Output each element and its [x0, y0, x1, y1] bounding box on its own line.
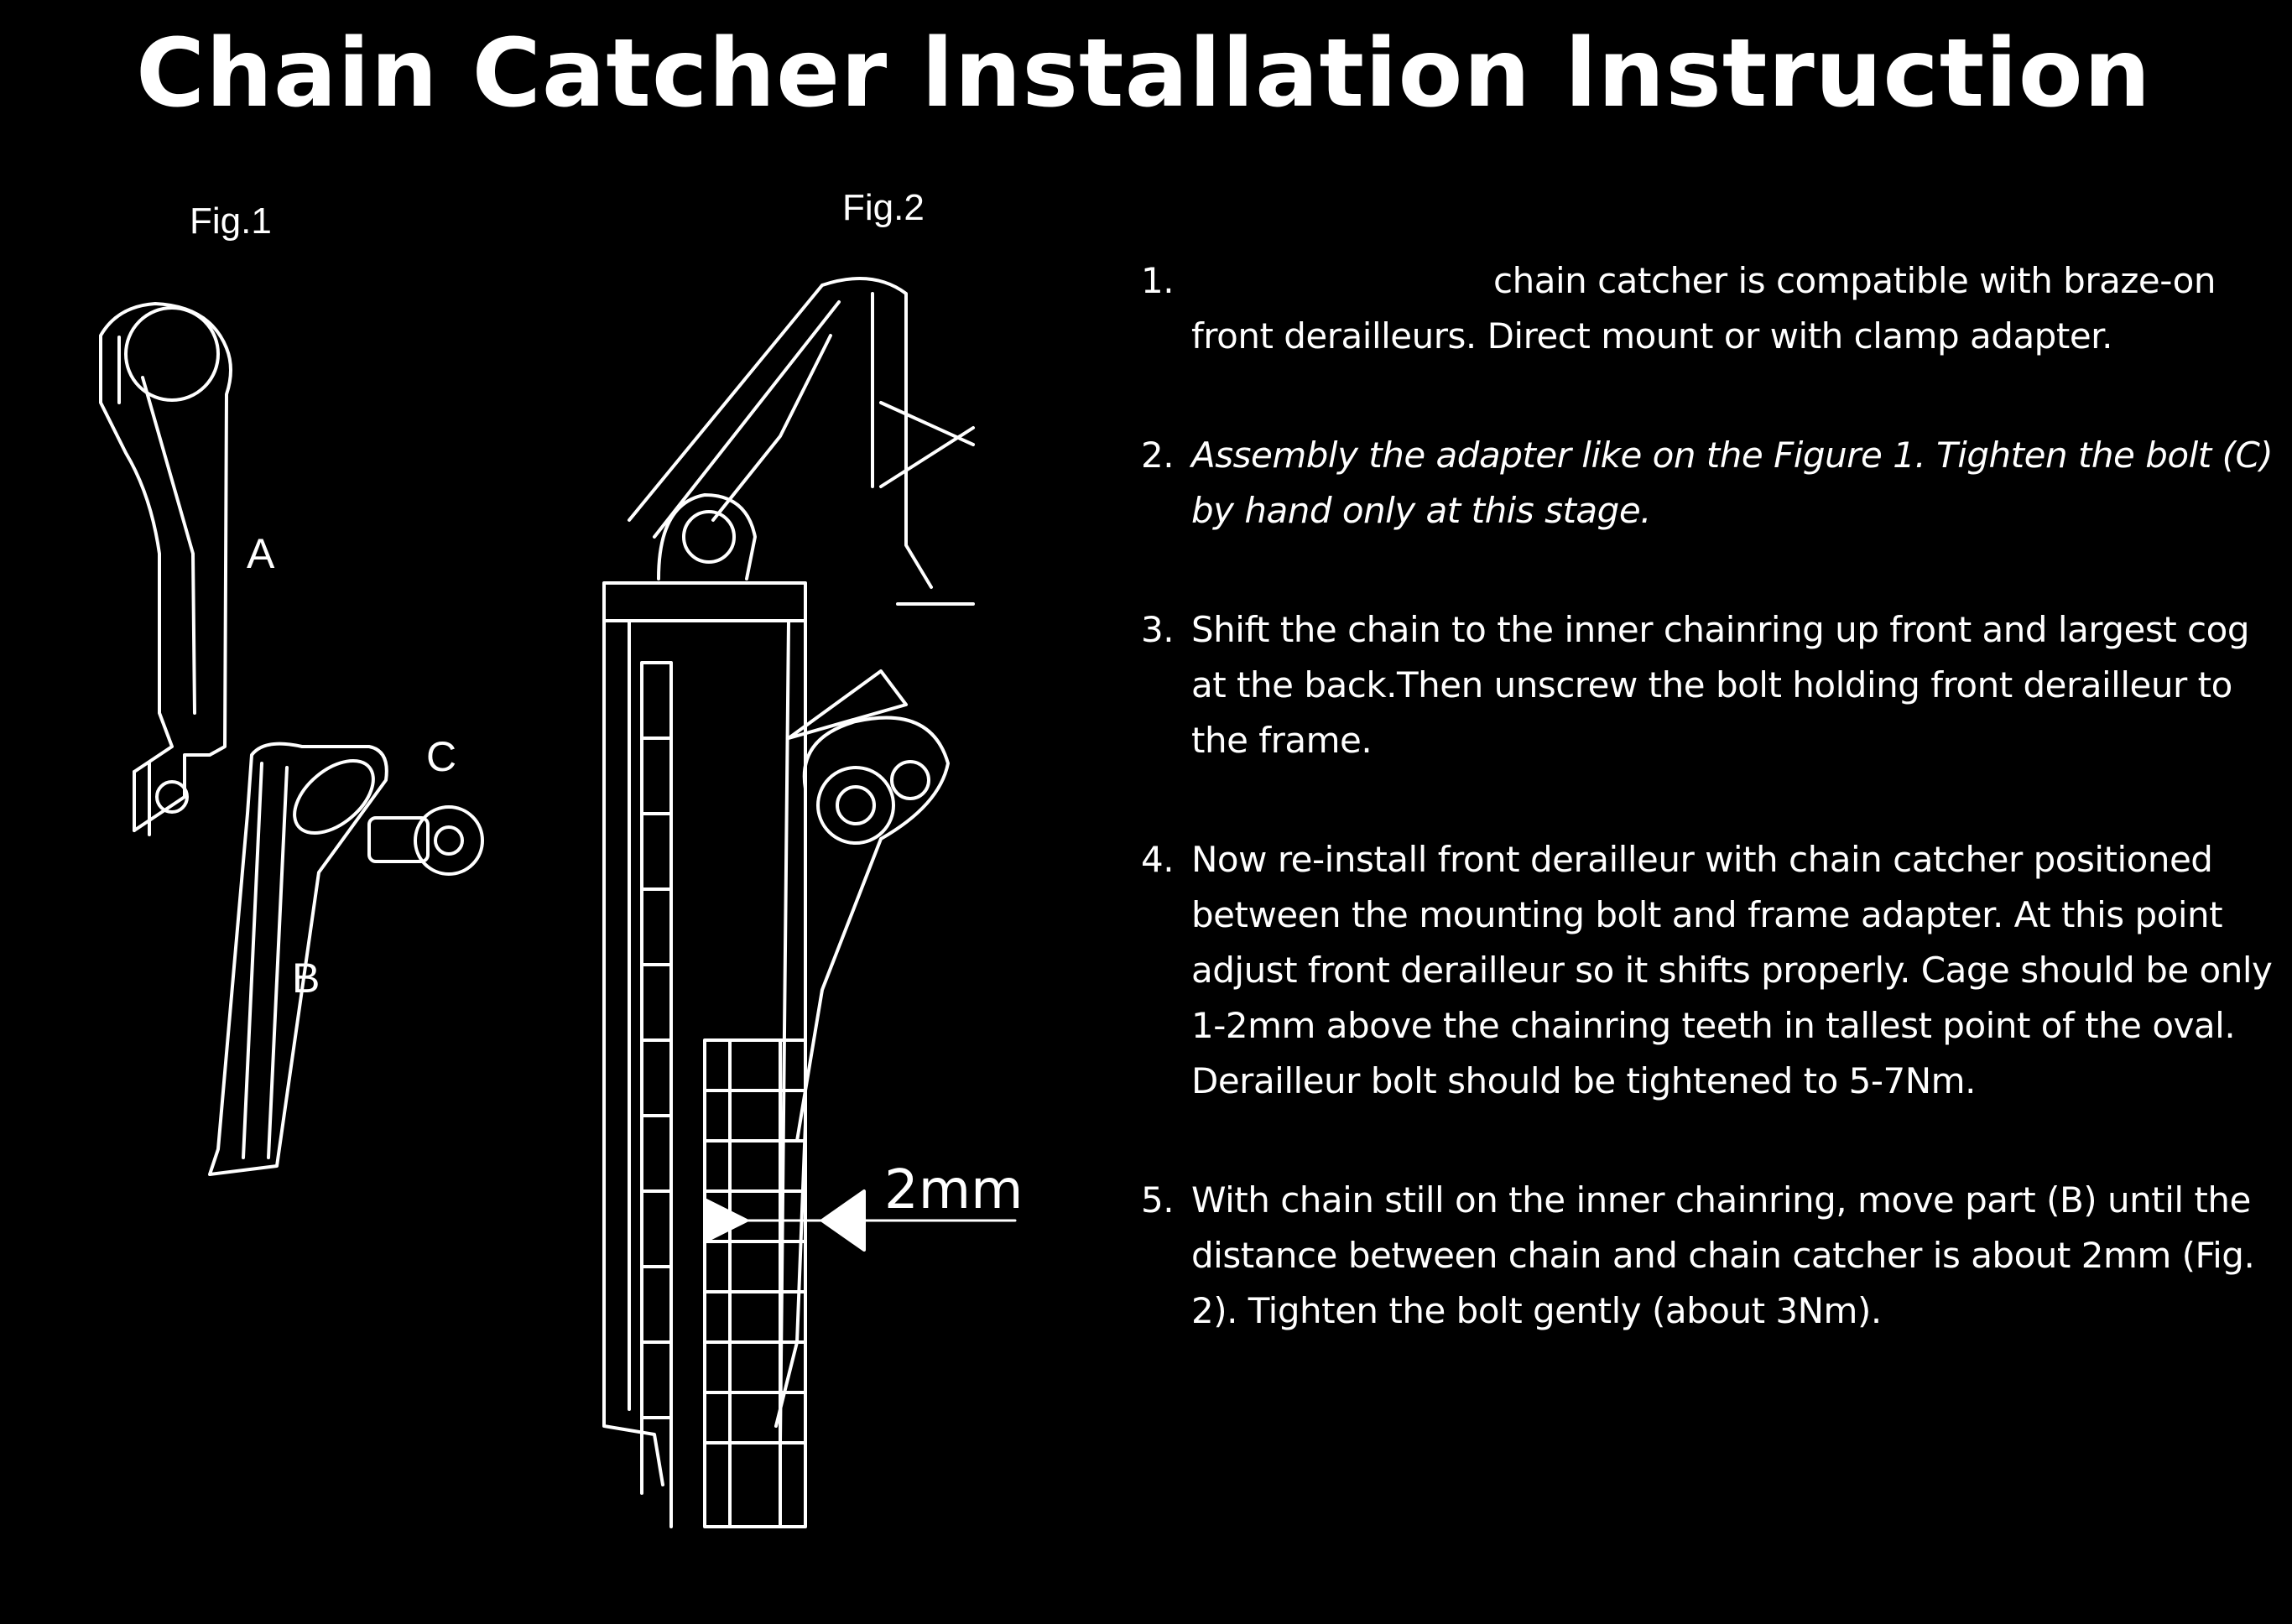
part-a-shape — [99, 302, 232, 836]
step-number: 5. — [1141, 1179, 1175, 1221]
fig1-label: Fig.1 — [190, 200, 272, 242]
chain-shape — [640, 661, 807, 1528]
step-number: 3. — [1141, 609, 1175, 650]
fig2-label: Fig.2 — [842, 187, 925, 228]
instruction-step-4: 4. Now re-install front derailleur with … — [1141, 832, 2274, 1109]
instruction-step-1: 1. chain catcher is compatible with braz… — [1141, 253, 2274, 364]
step-text: With chain still on the inner chainring,… — [1191, 1179, 2255, 1331]
gap-2mm-label: 2mm — [884, 1159, 1024, 1221]
instruction-step-3: 3. Shift the chain to the inner chainrin… — [1141, 602, 2274, 768]
part-c-label: C — [426, 733, 457, 780]
instruction-step-2: 2. Assembly the adapter like on the Figu… — [1141, 428, 2274, 539]
step-text: Assembly the adapter like on the Figure … — [1191, 435, 2274, 531]
adapter-bolt-shape — [787, 669, 950, 1143]
derailleur-cage-shape — [602, 581, 807, 622]
part-b-label: B — [292, 955, 320, 1002]
step-text: chain catcher is compatible with braze-o… — [1191, 260, 2216, 357]
step-number: 4. — [1141, 839, 1175, 880]
part-c-shape — [367, 805, 484, 876]
step-text: Shift the chain to the inner chainring u… — [1191, 609, 2249, 761]
instruction-list: 1. chain catcher is compatible with braz… — [1141, 253, 2274, 1403]
fig2-drawing — [602, 277, 1017, 1528]
step-text: Now re-install front derailleur with cha… — [1191, 839, 2273, 1101]
instruction-step-5: 5. With chain still on the inner chainri… — [1141, 1173, 2274, 1339]
frame-tube-shape — [628, 277, 933, 589]
step-number: 2. — [1141, 435, 1175, 476]
part-a-label: A — [247, 530, 275, 577]
fig1-drawing — [99, 302, 484, 1176]
step-number: 1. — [1141, 260, 1175, 301]
page-title: Chain Catcher lnstallation lnstruction — [136, 19, 2152, 128]
part-b-shape — [208, 742, 388, 1176]
